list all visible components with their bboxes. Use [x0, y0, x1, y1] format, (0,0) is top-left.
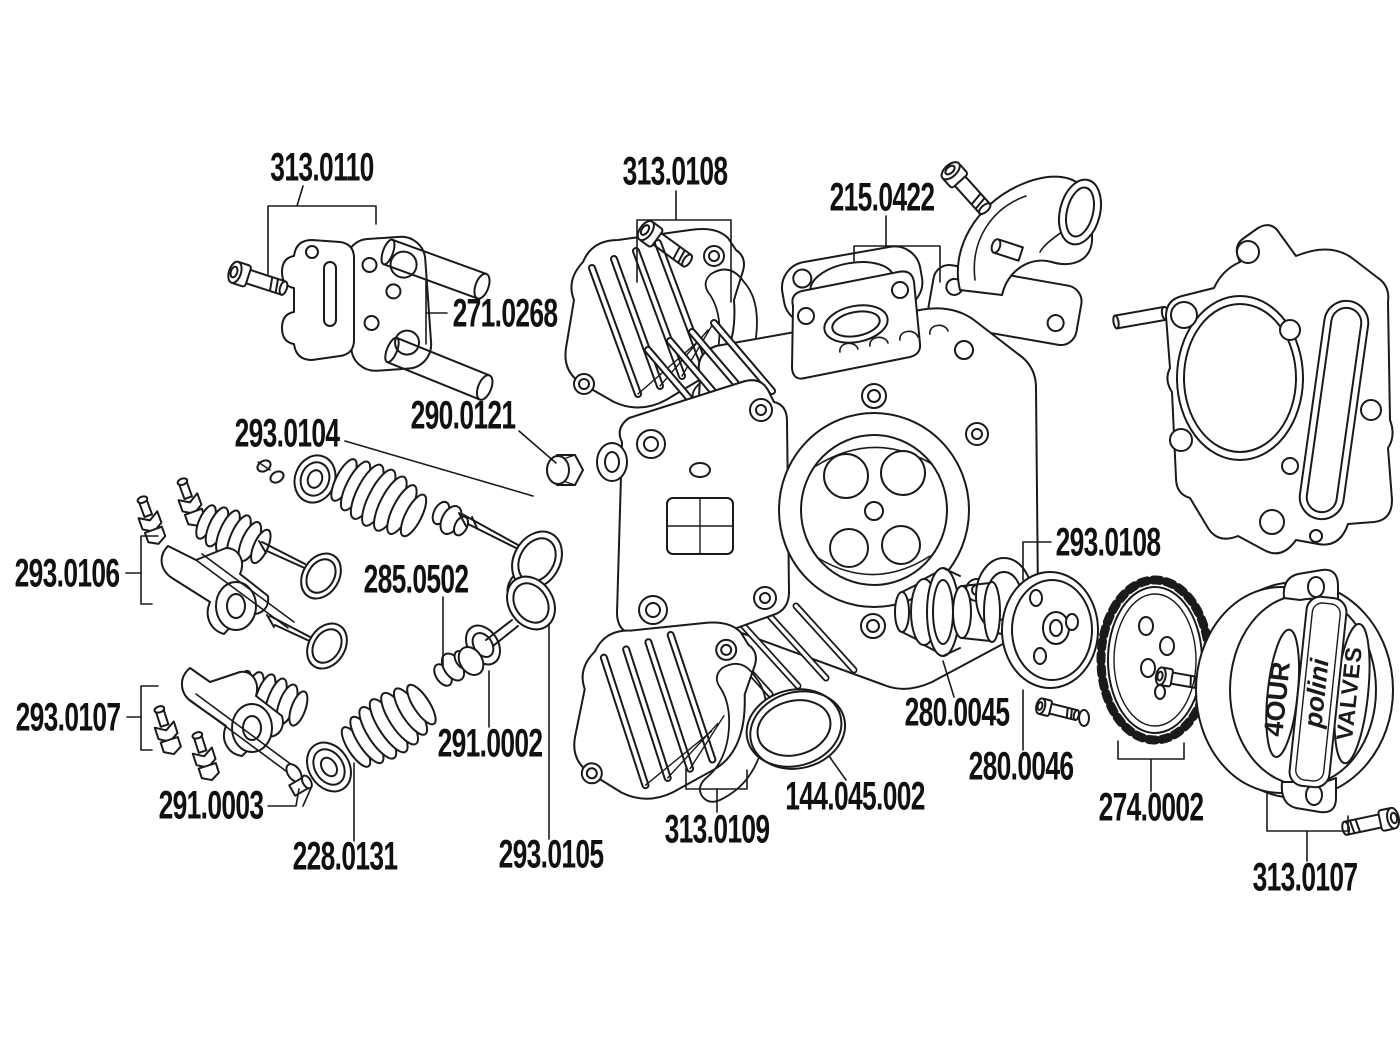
- leader-313-0110: [268, 186, 376, 274]
- part-label-290-0121: 290.0121: [410, 393, 516, 438]
- part-camshaft: [895, 568, 1000, 656]
- part-label-293-0108: 293.0108: [1055, 520, 1161, 565]
- part-rocker-cluster-bottom: [147, 615, 355, 785]
- part-side-cover: 4OUR polini VALVES: [1196, 570, 1400, 841]
- part-label-293-0106: 293.0106: [14, 551, 120, 596]
- leader-293-0106: [126, 536, 158, 604]
- leader-293-0108: [1023, 542, 1051, 580]
- leader-274-0002: [1118, 741, 1184, 791]
- part-o-ring: [738, 678, 854, 780]
- part-valve-kit-lower: [289, 568, 565, 800]
- part-label-285-0502: 285.0502: [363, 557, 469, 602]
- part-label-313-0108: 313.0108: [622, 149, 728, 194]
- part-label-293-0105: 293.0105: [498, 832, 604, 877]
- leader-215-0422: [854, 216, 940, 282]
- leader-280-0045: [943, 661, 954, 697]
- part-rocker-cluster-top: [131, 474, 349, 634]
- part-label-313-0107: 313.0107: [1252, 855, 1358, 900]
- part-rocker-plate-assembly: [282, 235, 433, 372]
- part-label-280-0046: 280.0046: [968, 744, 1074, 789]
- part-label-274-0002: 274.0002: [1098, 785, 1204, 830]
- part-label-228-0131: 228.0131: [292, 834, 398, 879]
- part-label-144-045-002: 144.045.002: [785, 774, 925, 819]
- part-label-280-0045: 280.0045: [904, 690, 1010, 735]
- leader-293-0104: [345, 441, 533, 496]
- part-decompressor-hub: [1002, 572, 1098, 726]
- part-head-gasket: [1111, 225, 1392, 553]
- leader-313-0109: [686, 768, 747, 812]
- leader-lines: [126, 186, 1348, 861]
- leader-291-0003: [268, 788, 311, 806]
- leader-144-045-002: [829, 756, 846, 780]
- leader-271-0268: [426, 281, 447, 344]
- part-label-293-0104: 293.0104: [234, 411, 340, 456]
- part-inspection-plug: [547, 443, 627, 485]
- part-cam-sprocket: [1101, 580, 1209, 740]
- part-label-215-0422: 215.0422: [829, 175, 935, 220]
- part-label-293-0107: 293.0107: [15, 695, 121, 740]
- leader-290-0121: [519, 431, 556, 463]
- part-label-291-0003: 291.0003: [158, 783, 264, 828]
- part-label-291-0002: 291.0002: [437, 721, 543, 766]
- leader-313-0107: [1267, 794, 1348, 861]
- part-valve-cover-bottom: [572, 618, 770, 804]
- part-label-271-0268: 271.0268: [452, 291, 558, 336]
- leader-293-0107: [127, 686, 158, 750]
- part-label-313-0109: 313.0109: [664, 807, 770, 852]
- part-label-313-0110: 313.0110: [270, 145, 374, 190]
- cover-text-polini-logo: polini: [1297, 656, 1334, 730]
- leader-313-0108: [637, 191, 731, 302]
- plate-bolt: [224, 258, 292, 301]
